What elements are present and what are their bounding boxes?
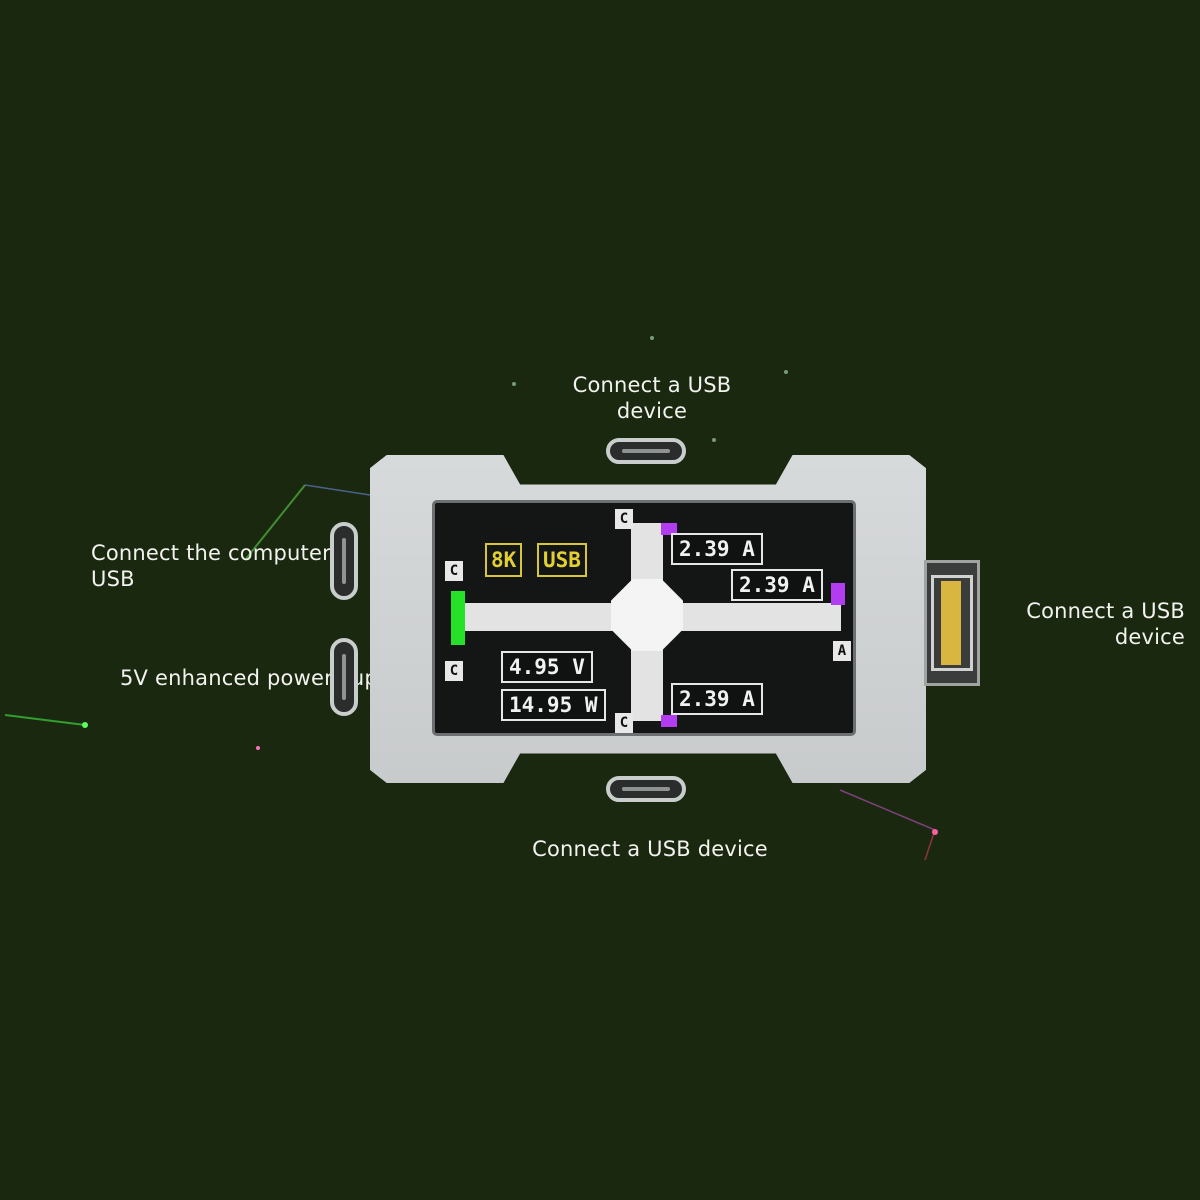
reading-current-bottom: 2.39 A [671, 683, 763, 715]
label-right-line2: device [1114, 625, 1185, 649]
usb-c-port-left-upper-icon [330, 522, 358, 600]
reading-current-top: 2.39 A [671, 533, 763, 565]
tag-c-top: C [615, 509, 633, 529]
purple-indicator-right [831, 583, 845, 605]
label-top-line2: device [616, 399, 688, 423]
tag-a-right: A [833, 641, 851, 661]
usb-c-port-bottom-icon [606, 776, 686, 802]
usb-c-port-top-icon [606, 438, 686, 464]
label-computer-usb: Connect the computer's USB [91, 540, 391, 592]
label-top-line1: Connect a USB [572, 373, 732, 397]
label-right-line1: Connect a USB [1026, 599, 1185, 623]
label-power-supply: 5V enhanced power supply [120, 666, 411, 690]
green-indicator [451, 591, 465, 645]
tag-c-left-top: C [445, 561, 463, 581]
label-top-port: Connect a USB device [552, 372, 752, 424]
tag-c-left-bottom: C [445, 661, 463, 681]
badge-usb: USB [537, 543, 587, 577]
usb-c-port-left-lower-icon [330, 638, 358, 716]
label-left-line2: USB [91, 567, 135, 591]
label-bottom-port: Connect a USB device [532, 837, 768, 861]
reading-voltage: 4.95 V [501, 651, 593, 683]
label-left-line1: Connect the computer's [91, 541, 349, 565]
purple-indicator-bottom [661, 715, 677, 727]
tag-c-bottom: C [615, 713, 633, 733]
badge-8k: 8K [485, 543, 523, 577]
reading-power: 14.95 W [501, 689, 606, 721]
usb-a-port-right-icon [924, 560, 980, 686]
lcd-screen: C C C C A 8K USB 2.39 A 2.39 A 2.39 A 4.… [432, 500, 856, 736]
purple-indicator-top [661, 523, 677, 535]
hub-node [611, 579, 683, 651]
reading-current-right: 2.39 A [731, 569, 823, 601]
label-right-port: Connect a USB device [1005, 598, 1185, 650]
